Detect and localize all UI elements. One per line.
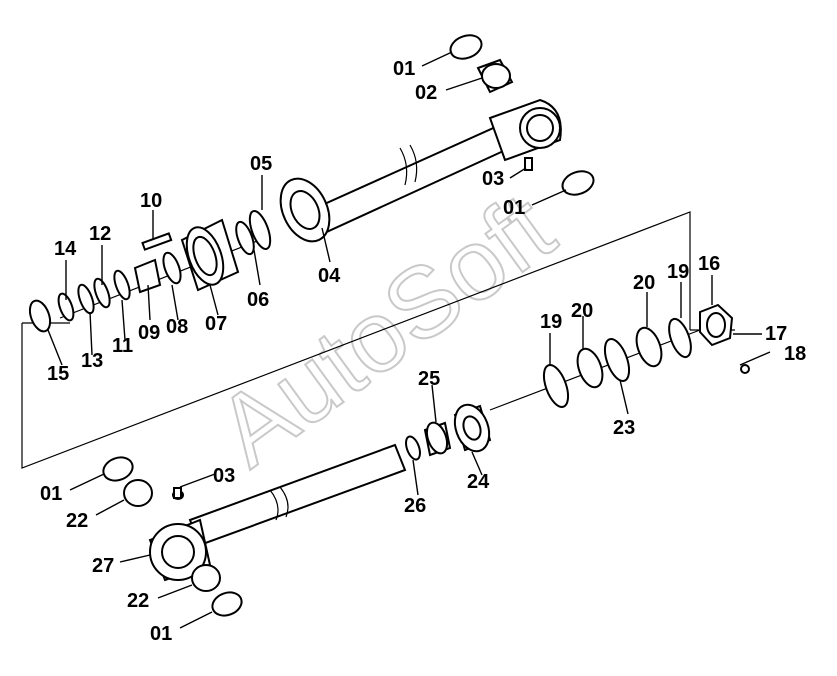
part-label-01: 01	[40, 483, 62, 505]
part-label-19: 19	[540, 311, 562, 333]
part-label-26: 26	[404, 495, 426, 517]
part-label-11: 11	[112, 335, 133, 357]
part-label-19: 19	[667, 261, 689, 283]
part-label-15: 15	[47, 363, 69, 385]
part-label-01: 01	[503, 197, 525, 219]
part-label-07: 07	[205, 313, 227, 335]
part-label-02: 02	[415, 82, 437, 104]
part-label-25: 25	[418, 368, 440, 390]
part-label-01: 01	[150, 623, 172, 645]
part-label-23: 23	[613, 417, 635, 439]
part-label-18: 18	[784, 343, 806, 365]
part-label-24: 24	[467, 471, 490, 493]
part-label-01: 01	[393, 58, 415, 80]
head-seal-parts	[28, 210, 272, 333]
part-label-22: 22	[127, 590, 149, 612]
lower-eye-parts	[102, 456, 243, 617]
part-label-16: 16	[698, 253, 720, 275]
leader-lines	[47, 51, 771, 629]
part-label-03: 03	[482, 168, 504, 190]
part-label-08: 08	[166, 316, 188, 338]
upper-eye-parts	[449, 34, 595, 196]
part-label-04: 04	[318, 265, 341, 287]
part-label-20: 20	[571, 300, 593, 322]
part-label-14: 14	[54, 238, 77, 260]
part-label-12: 12	[89, 223, 111, 245]
piston-parts	[405, 403, 492, 461]
part-label-03: 03	[213, 465, 235, 487]
cylinder-tube	[279, 98, 562, 243]
part-label-20: 20	[633, 272, 655, 294]
part-label-17: 17	[765, 323, 787, 345]
part-label-27: 27	[92, 555, 114, 577]
part-label-06: 06	[247, 289, 269, 311]
part-label-09: 09	[138, 322, 160, 344]
piston-rod	[148, 443, 407, 582]
part-label-22: 22	[66, 510, 88, 532]
right-seal-parts	[542, 303, 750, 408]
part-label-05: 05	[250, 153, 272, 175]
part-label-10: 10	[140, 190, 162, 212]
part-label-13: 13	[81, 350, 103, 372]
